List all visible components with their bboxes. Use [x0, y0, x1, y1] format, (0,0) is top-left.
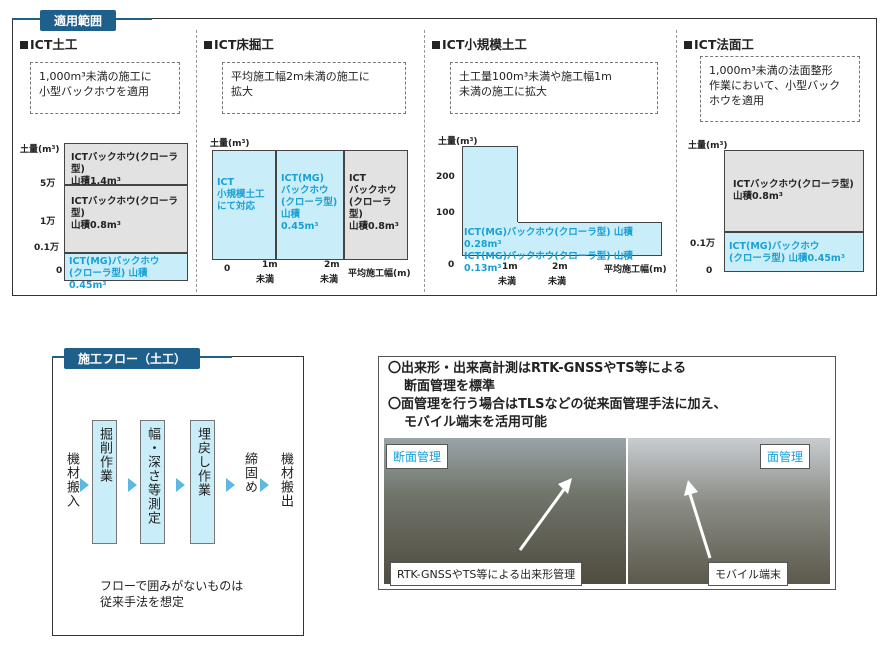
- tick-label: 0: [56, 266, 63, 276]
- chart-box: ICTバックホウ(クローラ型) 山積0.8m³: [64, 185, 188, 253]
- section-title-slope: ICT法面工: [684, 34, 754, 53]
- divider: [424, 30, 425, 292]
- tick-label: 1m: [262, 260, 278, 270]
- tick-label: 0: [706, 266, 713, 276]
- caption-rtk: RTK-GNSSやTS等による出来形管理: [390, 562, 583, 586]
- chart-box: ICT(MG)バックホウ (クローラ型) 山積0.45m³: [64, 253, 188, 291]
- scope-panel: [12, 18, 877, 296]
- mobile-arrow-icon: [684, 480, 712, 559]
- tick-label: 1m: [502, 262, 518, 272]
- flow-step-plain: 機材搬入: [64, 452, 79, 508]
- flow-step-boxed: 幅・深さ等測定: [140, 420, 165, 544]
- note-box: 1,000m³未満の法面整形 作業において、小型バック ホウを適用: [700, 56, 860, 122]
- survey-arrow-icon: [518, 478, 572, 551]
- caption-mobile: モバイル端末: [708, 562, 788, 586]
- flow-step-plain: 機材搬出: [278, 452, 293, 508]
- tick-label: 1万: [40, 217, 56, 227]
- chart-area-step: [518, 222, 662, 223]
- chart-box: ICTバックホウ(クローラ型) 山積0.8m³: [724, 150, 864, 232]
- flow-note: フローで囲みがないものは 従来手法を想定: [100, 579, 244, 609]
- tick-label: 100: [436, 208, 455, 218]
- tick-label: 0: [448, 260, 455, 270]
- note-box: 土工量100m³未満や施工幅1m 未満の施工に拡大: [450, 62, 658, 114]
- tick-label: 0.1万: [690, 239, 715, 249]
- bullet-square-icon: [204, 41, 212, 49]
- note-box: 平均施工幅2m未満の施工に 拡大: [222, 62, 406, 114]
- y-axis-label: 土量(m³): [20, 145, 60, 155]
- tick-label: 200: [436, 172, 455, 182]
- flow-step-boxed: 掘削作業: [92, 420, 117, 544]
- chart-box: ICTバックホウ(クローラ型) 山積1.4m³: [64, 143, 188, 187]
- bullet-square-icon: [20, 41, 28, 49]
- section-title-excavation: ICT床掘工: [204, 34, 274, 53]
- flow-step-boxed: 埋戻し作業: [190, 420, 215, 544]
- divider: [676, 30, 677, 292]
- chart-box: ICT(MG)バックホウ (クローラ型) 山積0.45m³: [724, 232, 864, 272]
- flow-step-plain: 締固め: [242, 452, 257, 494]
- section-title-small-earthwork: ICT小規模土工: [432, 34, 527, 53]
- tag-cross-section: 断面管理: [386, 444, 449, 469]
- chart-box: ICT(MG) バックホウ (クローラ型) 山積 0.45m³: [276, 150, 344, 260]
- flow-arrow-icon: [176, 478, 185, 492]
- chart-row: ICT(MG)バックホウ(クローラ型) 山積0.28m³ ICT(MG)バックホ…: [464, 227, 633, 274]
- chart-area-tall: [462, 146, 518, 226]
- tick-label: 0.1万: [34, 243, 59, 253]
- bullet-square-icon: [684, 41, 692, 49]
- chart-area-wide: [462, 222, 662, 256]
- flow-arrow-icon: [80, 478, 89, 492]
- flow-arrow-icon: [226, 478, 235, 492]
- tick-label: 2m: [552, 262, 568, 272]
- tick-label: 2m: [324, 260, 340, 270]
- x-axis-label: 平均施工幅(m): [604, 265, 667, 275]
- flow-header: 施工フロー（土工）: [64, 348, 201, 369]
- flow-arrow-icon: [128, 478, 137, 492]
- y-axis-label: 土量(m³): [438, 137, 478, 147]
- tick-label: 5万: [40, 179, 56, 189]
- chart-box: ICT バックホウ (クローラ型) 山積0.8m³: [344, 150, 408, 260]
- note-box: 1,000m³未満の施工に 小型バックホウを適用: [30, 62, 180, 114]
- x-axis-label: 平均施工幅(m): [348, 269, 411, 279]
- tick-label: 未満: [498, 277, 517, 287]
- tick-label: 未満: [320, 275, 339, 285]
- tag-surface: 面管理: [760, 444, 811, 469]
- measurement-text: 〇出来形・出来高計測はRTK-GNSSやTS等による 断面管理を標準 〇面管理を…: [388, 361, 727, 430]
- tick-label: 0: [224, 264, 231, 274]
- divider: [196, 30, 197, 292]
- tick-label: 未満: [256, 275, 275, 285]
- y-axis-label: 土量(m³): [210, 139, 250, 149]
- chart-box: ICT 小規模土工 にて対応: [212, 150, 276, 260]
- bullet-square-icon: [432, 41, 440, 49]
- tick-label: 未満: [548, 277, 567, 287]
- section-title-earthwork: ICT土工: [20, 34, 77, 53]
- y-axis-label: 土量(m³): [688, 141, 728, 151]
- flow-arrow-icon: [260, 478, 269, 492]
- scope-header: 適用範囲: [40, 10, 117, 31]
